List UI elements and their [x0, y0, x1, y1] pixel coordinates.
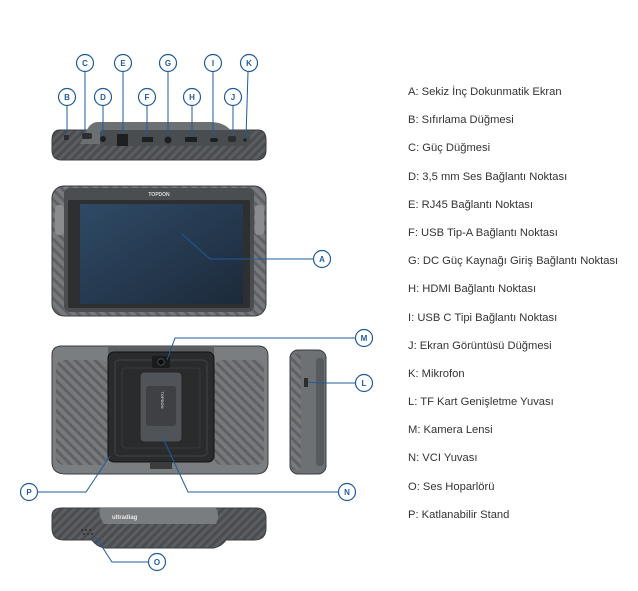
leader-lines: [38, 71, 355, 563]
callout-g: G: [158, 53, 178, 73]
rj45-port[interactable]: [117, 134, 128, 146]
reset-button[interactable]: [64, 135, 69, 140]
svg-text:B: B: [64, 93, 70, 102]
callout-h: H: [182, 87, 202, 107]
legend-item-i: I: USB C Tipi Bağlantı Noktası: [408, 311, 558, 324]
legend-item-m: M: Kamera Lensi: [408, 424, 493, 437]
bottom-brand: ultradiag: [112, 515, 138, 521]
speaker-grille: [81, 529, 93, 535]
svg-text:F: F: [145, 93, 150, 102]
legend-item-d: D: 3,5 mm Ses Bağlantı Noktası: [408, 170, 568, 183]
legend-item-k: K: Mikrofon: [408, 367, 465, 380]
legend-item-c: C: Güç Düğmesi: [408, 142, 491, 155]
svg-text:A: A: [319, 255, 325, 264]
device-top-view: [51, 122, 267, 161]
legend-item-l: L: TF Kart Genişletme Yuvası: [408, 396, 554, 409]
callout-n: N: [337, 482, 357, 502]
svg-text:M: M: [361, 334, 368, 343]
legend-item-f: F: USB Tip-A Bağlantı Noktası: [408, 226, 558, 239]
callout-e: E: [113, 53, 133, 73]
svg-text:P: P: [26, 488, 32, 497]
callout-a: A: [312, 249, 332, 269]
usb-a-port[interactable]: [142, 137, 153, 142]
svg-text:J: J: [231, 93, 235, 102]
svg-text:L: L: [362, 379, 367, 388]
audio-jack[interactable]: [100, 136, 106, 142]
svg-text:K: K: [246, 59, 252, 68]
touch-screen[interactable]: [80, 204, 243, 304]
legend-item-n: N: VCI Yuvası: [408, 452, 478, 465]
callout-k: K: [239, 53, 259, 73]
component-legend: A: Sekiz İnç Dokunmatik Ekran B: Sıfırla…: [408, 83, 638, 534]
back-brand: TOPDON: [160, 391, 165, 408]
svg-text:G: G: [165, 59, 171, 68]
legend-item-a: A: Sekiz İnç Dokunmatik Ekran: [408, 86, 562, 98]
tf-card-slot[interactable]: [304, 378, 308, 387]
callout-bubbles: B C D E F G H I J K A M L N P O: [19, 53, 374, 572]
callout-o: O: [147, 552, 167, 572]
svg-text:E: E: [120, 59, 126, 68]
callout-f: F: [137, 87, 157, 107]
svg-text:N: N: [344, 488, 350, 497]
callout-l: L: [354, 373, 374, 393]
hdmi-port[interactable]: [185, 137, 197, 142]
legend-item-h: H: HDMI Bağlantı Noktası: [408, 283, 537, 296]
callout-i: I: [203, 53, 223, 73]
legend-item-j: J: Ekran Görüntüsü Düğmesi: [408, 339, 552, 352]
callout-d: D: [93, 87, 113, 107]
svg-text:H: H: [189, 93, 195, 102]
device-back-view: TOPDON: [51, 345, 269, 475]
callout-j: J: [223, 87, 243, 107]
device-bottom-view: ultradiag: [51, 507, 267, 549]
usb-c-port[interactable]: [210, 138, 218, 142]
svg-text:D: D: [100, 93, 106, 102]
dc-port[interactable]: [164, 136, 172, 144]
legend-item-g: G: DC Güç Kaynağı Giriş Bağlantı Noktası: [408, 255, 619, 268]
svg-text:O: O: [154, 558, 160, 567]
legend-item-o: O: Ses Hoparlörü: [408, 480, 495, 493]
callout-m: M: [354, 328, 374, 348]
callout-c: C: [75, 53, 95, 73]
microphone: [243, 138, 247, 142]
svg-text:I: I: [212, 59, 214, 68]
screen-brand: TOPDON: [148, 192, 170, 198]
device-front-view: TOPDON: [51, 185, 267, 317]
svg-text:C: C: [82, 59, 88, 68]
device-side-view: [289, 349, 327, 475]
screenshot-button[interactable]: [228, 136, 236, 142]
legend-item-e: E: RJ45 Bağlantı Noktası: [408, 198, 533, 211]
legend-item-p: P: Katlanabilir Stand: [408, 508, 510, 521]
callout-p: P: [19, 482, 39, 502]
legend-item-b: B: Sıfırlama Düğmesi: [408, 114, 514, 127]
camera-lens: [157, 358, 165, 366]
callout-b: B: [57, 87, 77, 107]
power-button[interactable]: [82, 133, 92, 139]
